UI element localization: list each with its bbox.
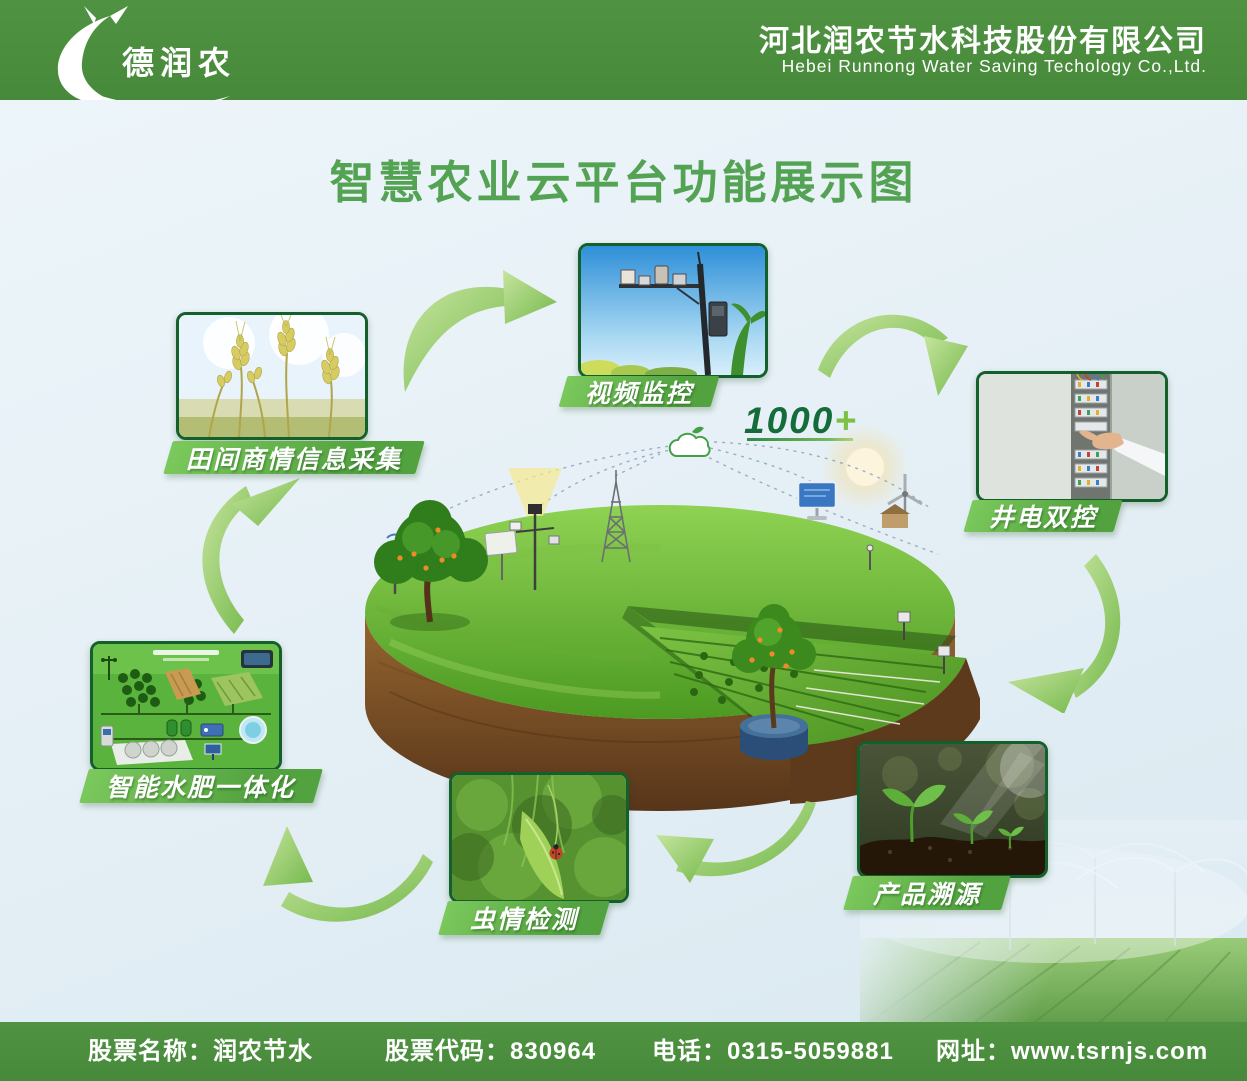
well-electric-label: 井电双控 xyxy=(988,504,1097,532)
stat-1000plus: 1000+ xyxy=(744,400,858,442)
arrow-pest-to-fertigation xyxy=(263,826,433,922)
video-monitoring-photo xyxy=(578,243,768,378)
header-bar: 德润农 河北润农节水科技股份有限公司 Hebei Runnong Water S… xyxy=(0,0,1247,100)
phone-label: 电话： xyxy=(652,1038,727,1065)
arrow-trace-to-pest xyxy=(656,801,816,883)
fertigation-label: 智能水肥一体化 xyxy=(106,774,296,802)
footer-stock-code: 股票代码：830964 xyxy=(385,1022,596,1081)
arrow-fertigation-to-field xyxy=(202,478,300,634)
company-name-en: Hebei Runnong Water Saving Techology Co.… xyxy=(781,56,1207,76)
derunnong-logo: 德润农 xyxy=(57,6,236,100)
arrow-well-to-trace xyxy=(1008,554,1121,713)
stock-name-label: 股票名称： xyxy=(88,1038,213,1065)
footer-phone: 电话：0315-5059881 xyxy=(652,1022,894,1081)
pest-detection-label: 虫情检测 xyxy=(469,906,578,934)
field-info-banner: 田间商情信息采集 xyxy=(163,441,425,474)
ladybug-icon xyxy=(549,844,563,860)
well-electric-banner: 井电双控 xyxy=(963,500,1123,532)
electric-panel-illustration xyxy=(979,374,1165,499)
stock-name-value: 润农节水 xyxy=(213,1038,313,1065)
traceability-photo xyxy=(857,741,1048,878)
field-info-photo xyxy=(176,312,368,440)
website-value: www.tsrnjs.com xyxy=(1011,1038,1209,1065)
smart-farm-island-illustration xyxy=(365,423,980,811)
footer-stock-name: 股票名称：润农节水 xyxy=(88,1022,313,1081)
footer-website: 网址：www.tsrnjs.com xyxy=(936,1022,1208,1081)
pest-detection-photo xyxy=(449,772,629,903)
pest-detection-banner: 虫情检测 xyxy=(438,901,610,935)
traceability-banner: 产品溯源 xyxy=(843,876,1011,910)
well-electric-photo xyxy=(976,371,1168,502)
stock-code-value: 830964 xyxy=(510,1038,597,1065)
cloud-platform-icon xyxy=(668,426,711,457)
stat-underline xyxy=(747,438,853,441)
video-monitoring-label: 视频监控 xyxy=(584,379,693,408)
page-title: 智慧农业云平台功能展示图 xyxy=(329,157,918,208)
company-name-zh: 河北润农节水科技股份有限公司 xyxy=(759,25,1207,58)
traceability-label: 产品溯源 xyxy=(872,881,981,909)
camera-pole-illustration xyxy=(581,246,765,375)
stock-code-label: 股票代码： xyxy=(385,1038,510,1065)
fertigation-photo xyxy=(90,641,282,771)
video-monitoring-banner: 视频监控 xyxy=(558,376,720,408)
phone-value: 0315-5059881 xyxy=(727,1038,894,1065)
arrow-video-to-well xyxy=(818,314,968,396)
fertigation-banner: 智能水肥一体化 xyxy=(79,769,323,803)
footer-bar xyxy=(0,1022,1247,1081)
logo-text: 德润农 xyxy=(122,45,236,81)
website-label: 网址： xyxy=(936,1038,1011,1065)
field-info-label: 田间商情信息采集 xyxy=(185,445,402,474)
stat-value: 1000 xyxy=(744,400,835,441)
transmission-tower-icon xyxy=(601,470,631,563)
fertigation-schematic-illustration xyxy=(93,644,279,768)
seedlings-illustration xyxy=(860,744,1045,875)
wheat-illustration xyxy=(179,315,365,437)
ladybug-leaf-illustration xyxy=(452,775,626,900)
arrow-field-to-video xyxy=(403,270,557,392)
